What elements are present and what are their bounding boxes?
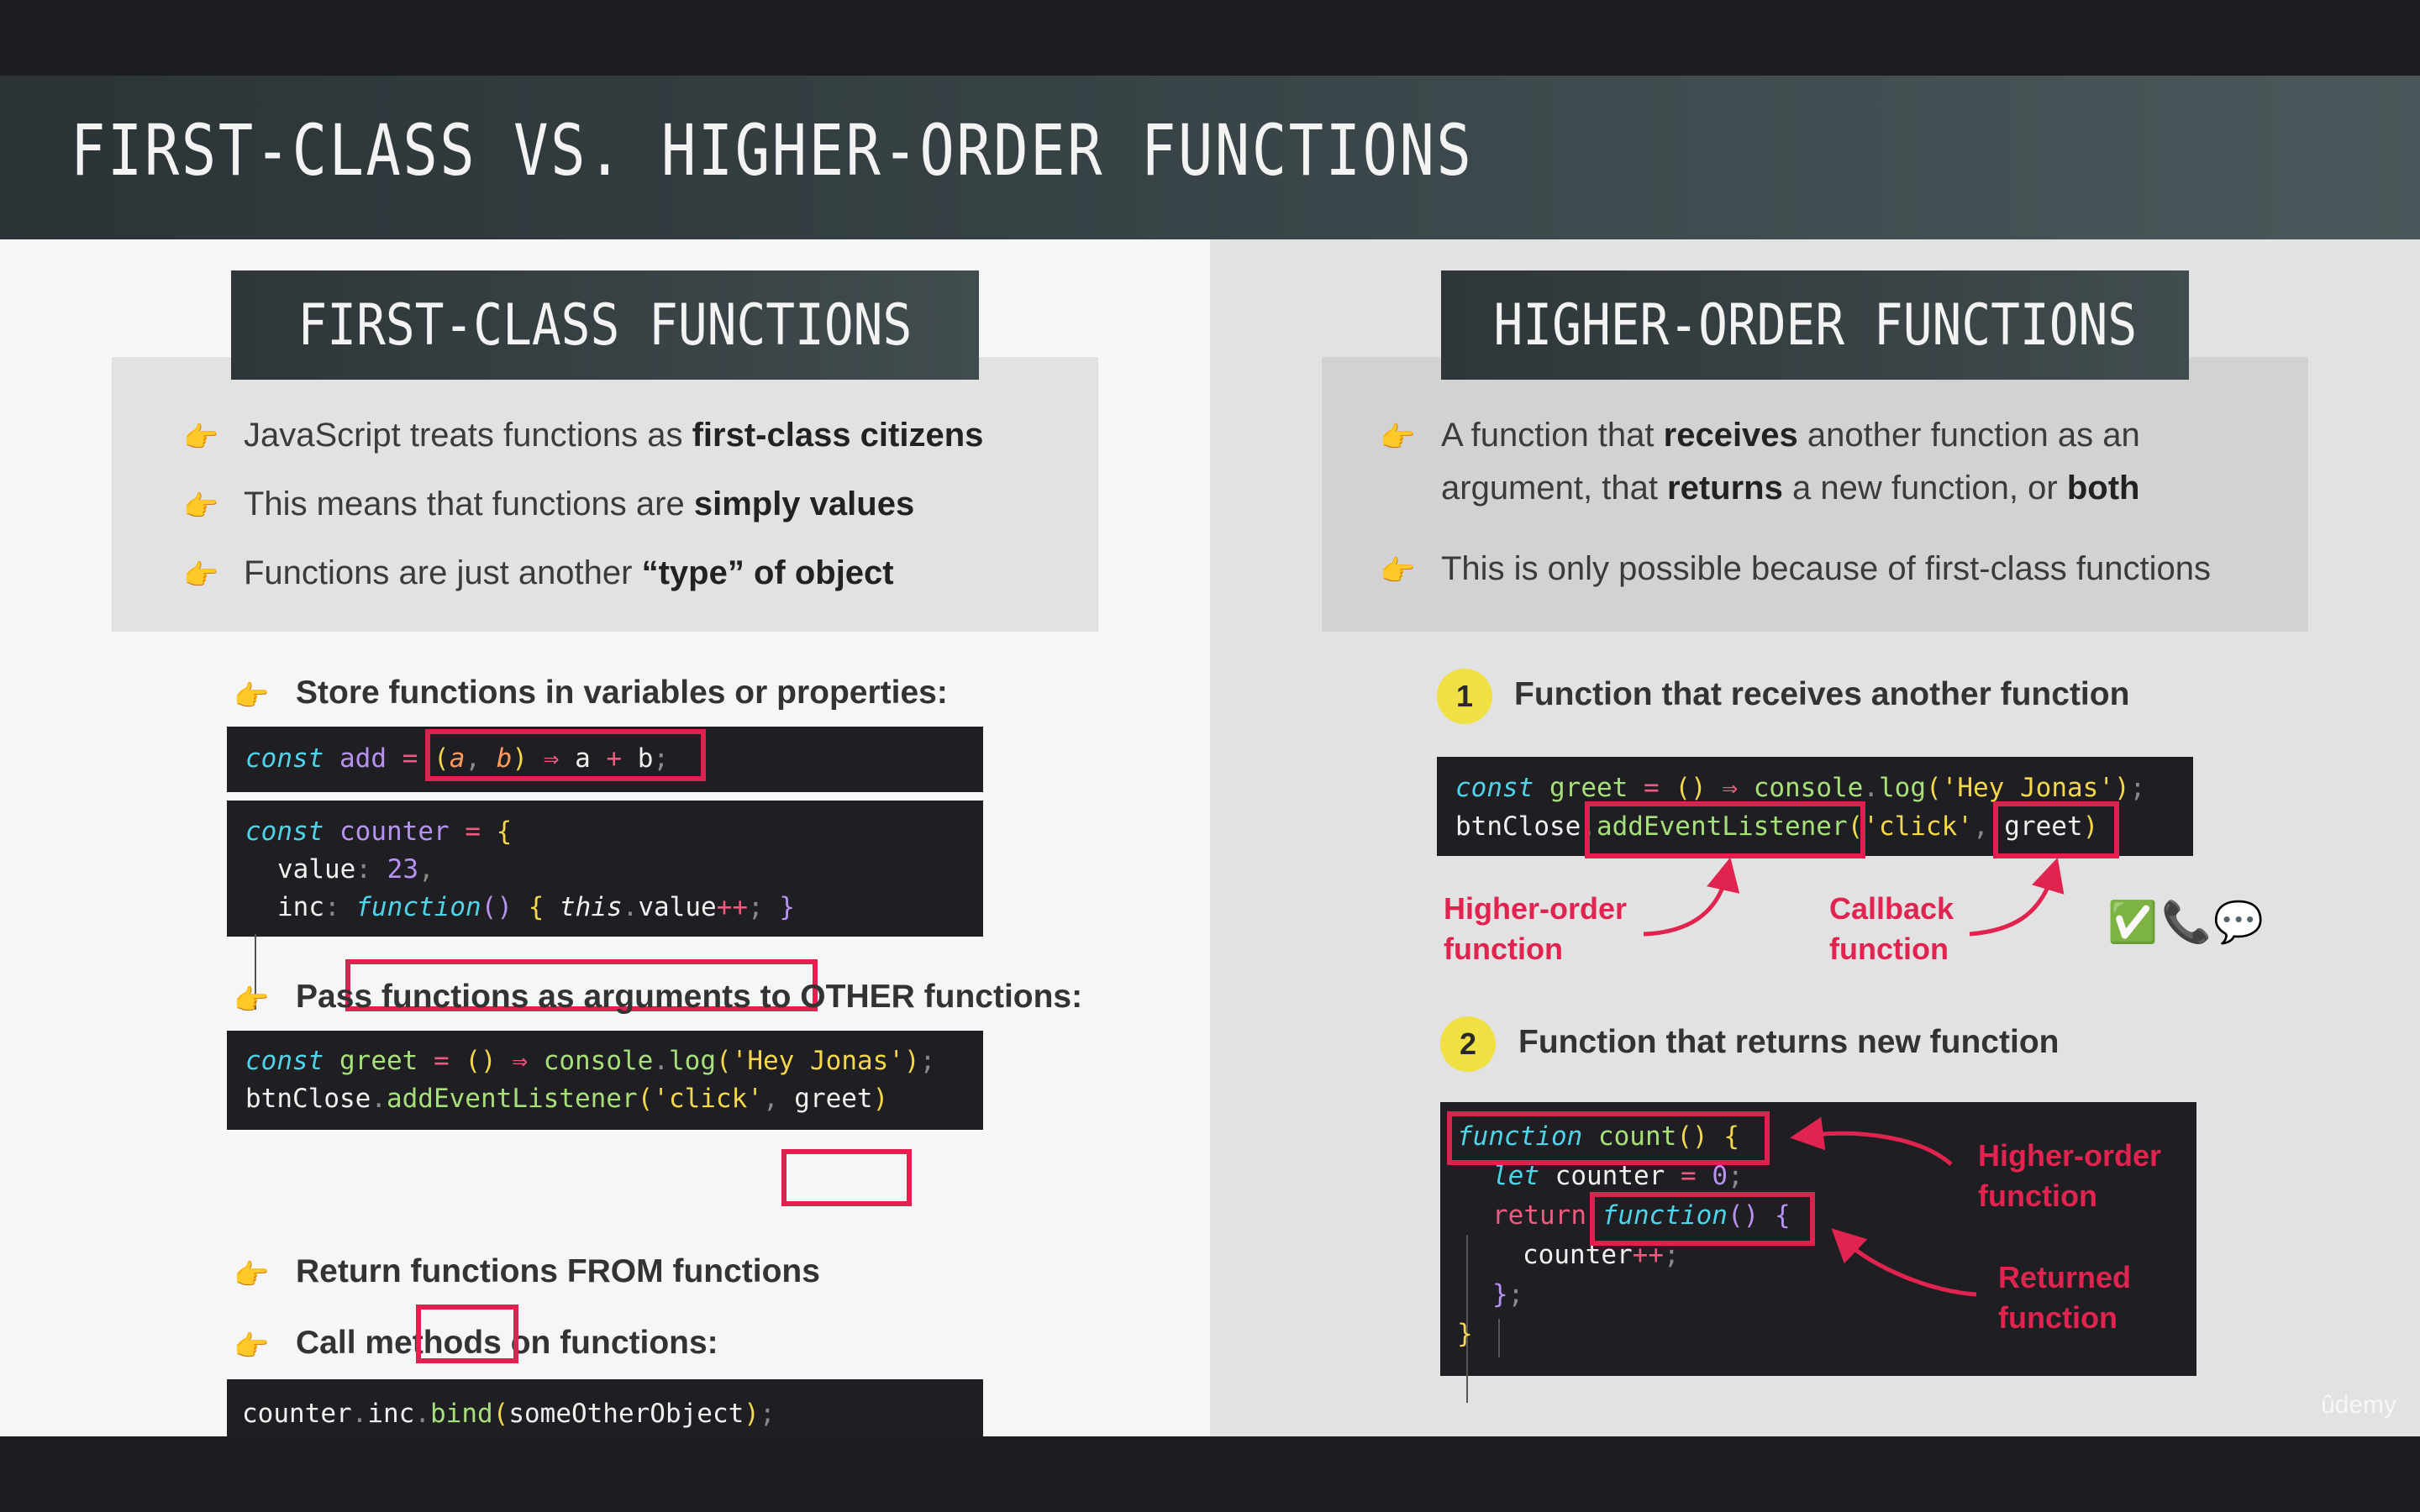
code-block-add (227, 727, 983, 792)
right-item-2-label: Function that returns new function (1518, 1024, 2060, 1060)
pointing-hand-icon: 👉 (234, 1258, 270, 1292)
left-bullets-box (112, 357, 1098, 632)
code-line-count-3: return function() { (1492, 1200, 1791, 1231)
right-bullet-1-line-1: A function that receives another functio… (1441, 417, 2140, 454)
highlight-bind-method (416, 1305, 518, 1363)
code-block-greet-left (227, 1031, 983, 1130)
right-item-1-label: Function that receives another function (1514, 676, 2130, 712)
code-line-greet-left-1: const greet = () ⇒ console.log('Hey Jona… (245, 1046, 936, 1076)
indent-guide (1498, 1319, 1500, 1357)
left-section-header: FIRST-CLASS FUNCTIONS (231, 270, 979, 380)
left-bullet-1: JavaScript treats functions as first-cla… (244, 417, 984, 454)
code-line-count-4: counter++; (1523, 1240, 1680, 1270)
arrow-returned (1831, 1228, 1977, 1297)
pointing-hand-icon: 👉 (183, 490, 219, 523)
check-mark-icon: ✅ (2107, 899, 2158, 946)
arrow-higher-order-2 (1790, 1116, 1953, 1166)
pointing-hand-icon: 👉 (183, 559, 219, 592)
speech-bubble-icon: 💬 (2213, 899, 2264, 946)
code-line-greet-right-1: const greet = () ⇒ console.log('Hey Jona… (1455, 773, 2146, 803)
arrow-higher-order-1 (1643, 857, 1740, 937)
code-line-bind: counter.inc.bind(someOtherObject); (242, 1399, 776, 1429)
code-line-counter-3: inc: function() { this.value++; } (277, 892, 795, 922)
code-line-count-2: let counter = 0; (1492, 1161, 1744, 1191)
highlight-greet-argument (781, 1149, 912, 1206)
telephone-icon: 📞 (2161, 899, 2212, 946)
code-line-counter-2: value: 23, (277, 854, 434, 885)
pointing-hand-icon: 👉 (234, 1330, 270, 1363)
step-badge-2: 2 (1440, 1016, 1496, 1072)
udemy-watermark: ûdemy (2321, 1391, 2397, 1419)
highlight-outer-function (1447, 1111, 1770, 1165)
step-badge-1: 1 (1437, 669, 1492, 724)
right-bullets-box (1322, 357, 2308, 632)
highlight-function-expression (345, 959, 818, 1011)
arrow-callback (1969, 857, 2065, 937)
highlight-add-event-listener (1585, 801, 1865, 858)
highlight-arrow-function (425, 729, 706, 781)
left-subheading-return: Return functions FROM functions (296, 1253, 820, 1289)
pointing-hand-icon: 👉 (1380, 554, 1416, 588)
code-line-count-6: } (1457, 1319, 1473, 1349)
code-line-counter-1: const counter = { (245, 816, 513, 847)
title-bar: FIRST-CLASS VS. HIGHER-ORDER FUNCTIONS (0, 76, 2420, 239)
indent-guide (1466, 1235, 1468, 1403)
code-line-greet-left-2: btnClose.addEventListener('click', greet… (245, 1084, 889, 1114)
code-line-add: const add = (a, b) ⇒ a + b; (245, 743, 670, 774)
highlight-greet-callback (1993, 801, 2119, 858)
left-subheading-store: Store functions in variables or properti… (296, 675, 948, 711)
pointing-hand-icon: 👉 (234, 984, 270, 1017)
code-block-greet-right (1437, 757, 2193, 856)
highlight-returned-function (1590, 1192, 1815, 1246)
pointing-hand-icon: 👉 (183, 421, 219, 454)
right-bullet-2: This is only possible because of first-c… (1441, 550, 2211, 587)
code-line-count-1: function count() { (1457, 1121, 1739, 1152)
right-bullet-1-line-2: argument, that returns a new function, o… (1441, 470, 2140, 507)
code-block-counter (227, 801, 983, 937)
pointing-hand-icon: 👉 (1380, 421, 1416, 454)
right-header-text: HIGHER-ORDER FUNCTIONS (1493, 291, 2137, 359)
annotation-arrows (1643, 857, 2065, 1297)
right-section-header: HIGHER-ORDER FUNCTIONS (1441, 270, 2189, 380)
left-header-text: FIRST-CLASS FUNCTIONS (297, 291, 913, 359)
left-bullet-2: This means that functions are simply val… (244, 486, 915, 522)
slide: FIRST-CLASS VS. HIGHER-ORDER FUNCTIONS F… (0, 76, 2420, 1436)
code-line-count-5: }; (1492, 1279, 1524, 1310)
code-block-bind (227, 1379, 983, 1436)
code-line-greet-right-2: btnClose.addEventListener('click', greet… (1455, 811, 2099, 842)
left-subheading-call: Call methods on functions: (296, 1325, 718, 1361)
pointing-hand-icon: 👉 (234, 680, 270, 713)
page-title: FIRST-CLASS VS. HIGHER-ORDER FUNCTIONS (71, 109, 1474, 192)
left-bullet-3: Functions are just another “type” of obj… (244, 554, 894, 591)
indent-guide (255, 934, 256, 1010)
left-subheading-pass: Pass functions as arguments to OTHER fun… (296, 979, 1083, 1015)
